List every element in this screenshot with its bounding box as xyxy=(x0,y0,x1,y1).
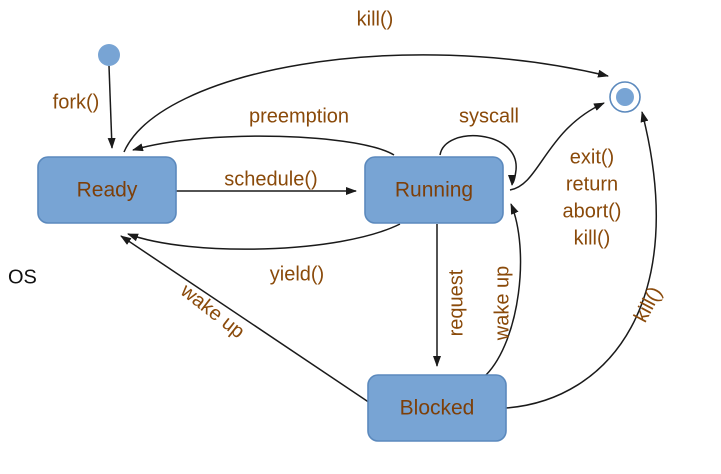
final-state-node xyxy=(609,81,641,113)
transition-label-preemption: preemption xyxy=(249,105,349,127)
transition-syscall-path xyxy=(439,135,517,186)
transition-label-exit-line-4: kill() xyxy=(574,227,611,249)
state-ready-rect[interactable] xyxy=(37,156,177,224)
transition-wakeup-running-path xyxy=(485,203,522,376)
state-blocked-label: Blocked xyxy=(400,397,475,420)
transition-label-exit-line-2: return xyxy=(566,173,618,195)
transition-kill-ready-path xyxy=(123,54,609,153)
state-node-running[interactable]: Running xyxy=(364,156,504,224)
transition-preemption-path xyxy=(132,135,395,156)
transition-kill-blocked-path xyxy=(505,111,657,409)
transition-label-wakeup-ready: wake up xyxy=(176,279,249,343)
transition-fork-path xyxy=(107,65,116,149)
state-running-rect[interactable] xyxy=(364,156,504,224)
state-node-blocked[interactable]: Blocked xyxy=(367,374,507,442)
transition-label-exit-line-3: abort() xyxy=(563,200,622,222)
transition-label-kill-blocked: kill() xyxy=(630,283,667,326)
state-ready-label: Ready xyxy=(77,179,138,202)
transition-label-request: request xyxy=(445,269,467,336)
transition-label-yield: yield() xyxy=(270,263,324,285)
state-node-ready[interactable]: Ready xyxy=(37,156,177,224)
transition-label-fork: fork() xyxy=(53,91,100,113)
state-running-label: Running xyxy=(395,179,473,202)
transition-label-syscall: syscall xyxy=(459,105,519,127)
transition-label-schedule: schedule() xyxy=(224,168,317,190)
transition-label-exit-group: exit() return abort() kill() xyxy=(563,146,622,249)
transition-wakeup-ready-path xyxy=(120,235,371,404)
transition-label-wakeup-running: wake up xyxy=(491,266,513,342)
transition-exit-path xyxy=(509,102,605,191)
transition-label-exit-line-1: exit() xyxy=(570,146,614,168)
transition-yield-path xyxy=(127,223,401,250)
diagram-caption-os: OS xyxy=(8,266,37,288)
state-blocked-rect[interactable] xyxy=(367,374,507,442)
initial-state-node xyxy=(98,44,120,66)
transition-label-kill-ready: kill() xyxy=(357,8,394,30)
